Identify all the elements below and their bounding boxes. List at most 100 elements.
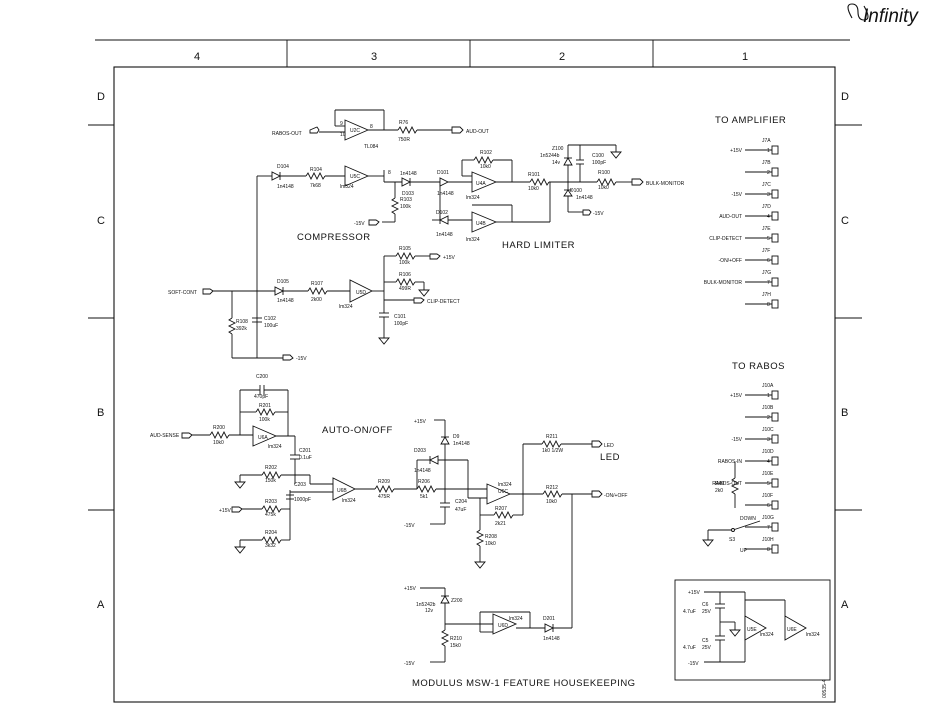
svg-text:15k0: 15k0 [450, 643, 461, 649]
svg-text:U6B: U6B [337, 488, 347, 494]
opamp-u6d [492, 613, 518, 635]
svg-text:1n4148: 1n4148 [277, 298, 294, 304]
svg-text:0.1uF: 0.1uF [299, 455, 312, 461]
net-m15-4: -15V [404, 523, 415, 529]
svg-text:499R: 499R [399, 286, 411, 292]
zone-row-a-left: A [97, 599, 105, 611]
zone-row-c-right: C [841, 215, 849, 227]
amp-pin-number: 3 [767, 192, 770, 198]
svg-text:C200: C200 [256, 374, 268, 380]
svg-text:R203: R203 [265, 499, 277, 505]
svg-text:Z200: Z200 [451, 598, 463, 604]
svg-text:D203: D203 [414, 448, 426, 454]
rabos-net-label: -15V [731, 437, 742, 443]
net-p15-5: +15V [688, 590, 700, 596]
rabos-ref: J10G [762, 515, 774, 521]
svg-text:lm324: lm324 [806, 632, 820, 638]
svg-text:U5D: U5D [356, 290, 366, 296]
amp-net-label: -15V [731, 192, 742, 198]
label-hard-limiter: HARD LIMITER [502, 240, 575, 251]
rabos-pin-number: 2 [767, 415, 770, 421]
svg-text:100pF: 100pF [394, 321, 408, 327]
amp-ref: J7B [762, 160, 771, 166]
svg-text:750R: 750R [398, 137, 410, 143]
svg-text:C102: C102 [264, 316, 276, 322]
amp-pin-box [771, 145, 779, 155]
svg-text:9: 9 [340, 121, 343, 127]
net-rabos-out-1: RABOS-OUT [272, 131, 302, 137]
net-m15-6: -15V [688, 661, 699, 667]
svg-text:lm324: lm324 [340, 184, 354, 190]
svg-text:1n4148: 1n4148 [576, 195, 593, 201]
svg-text:1n5242b: 1n5242b [416, 602, 436, 608]
rabos-pin-box [771, 544, 779, 554]
svg-text:R108: R108 [236, 319, 248, 325]
svg-text:U6D: U6D [498, 623, 508, 629]
zone-col-4: 4 [194, 51, 200, 63]
svg-text:1n4148: 1n4148 [543, 636, 560, 642]
net-m15-5: -15V [404, 661, 415, 667]
amp-pin-box [771, 233, 779, 243]
amp-net-label: BULK-MONITOR [704, 280, 743, 286]
rabos-ref: J10H [762, 537, 774, 543]
svg-text:1n4148: 1n4148 [436, 232, 453, 238]
svg-text:8: 8 [370, 124, 373, 130]
svg-text:C203: C203 [294, 482, 306, 488]
amp-ref: J7H [762, 292, 771, 298]
svg-text:R210: R210 [450, 636, 462, 642]
svg-text:R212: R212 [546, 485, 558, 491]
label-up: UP [740, 548, 748, 554]
label-auto-on-off: AUTO-ON/OFF [322, 425, 393, 436]
svg-text:C101: C101 [394, 314, 406, 320]
amp-pin-number: 7 [767, 280, 770, 286]
svg-text:2k00: 2k00 [311, 297, 322, 303]
amp-net-label: +15V [730, 148, 742, 154]
amp-pin-number: 2 [767, 170, 770, 176]
svg-text:C5: C5 [702, 638, 709, 644]
rabos-pin-number: 1 [767, 393, 770, 399]
svg-text:lm324: lm324 [466, 195, 480, 201]
svg-text:R200: R200 [213, 425, 225, 431]
svg-text:47uF: 47uF [455, 507, 466, 513]
svg-text:TL084: TL084 [364, 144, 378, 150]
svg-text:D101: D101 [437, 170, 449, 176]
rabos-ref: J10F [762, 493, 773, 499]
svg-text:25V: 25V [702, 645, 712, 651]
svg-text:C100: C100 [592, 153, 604, 159]
net-soft-cont: SOFT-CONT [168, 290, 197, 296]
opamp-u4b [471, 211, 498, 233]
rabos-pin-box [771, 478, 779, 488]
amp-ref: J7A [762, 138, 771, 144]
brand-name: Infinity [863, 6, 919, 27]
svg-text:150k: 150k [265, 478, 276, 484]
label-led: LED [600, 452, 620, 463]
auto-on-off-section: AUD-SENSE R200 10k0 U6A lm324 C200 470pF… [150, 374, 627, 628]
svg-text:R101: R101 [528, 172, 540, 178]
rabos-connector: TO RABOS J10A1+15VJ10B2J10C3-15VJ10D4RAB… [702, 361, 784, 554]
svg-text:D105: D105 [277, 279, 289, 285]
amp-net-label: CLIP-DETECT [709, 236, 742, 242]
svg-text:5k1: 5k1 [420, 494, 428, 500]
drawing-frame [88, 39, 862, 703]
net-on-off-1: -ON/+OFF [604, 493, 627, 499]
svg-text:10k0: 10k0 [480, 164, 491, 170]
svg-text:7k68: 7k68 [310, 183, 321, 189]
svg-text:U5C: U5C [350, 174, 360, 180]
amp-pin-2: J7B 2 [745, 160, 779, 177]
svg-text:lm324: lm324 [466, 237, 480, 243]
zone-row-d-left: D [97, 91, 105, 103]
net-aud-sense: AUD-SENSE [150, 433, 180, 439]
amp-pin-number: 5 [767, 236, 770, 242]
infinity-logo: Infinity [847, 3, 919, 27]
svg-text:R40: R40 [715, 481, 724, 487]
net-p15-4: +15V [404, 586, 416, 592]
amp-net-label: -ON/+OFF [719, 258, 742, 264]
opamp-u2c [344, 119, 370, 141]
